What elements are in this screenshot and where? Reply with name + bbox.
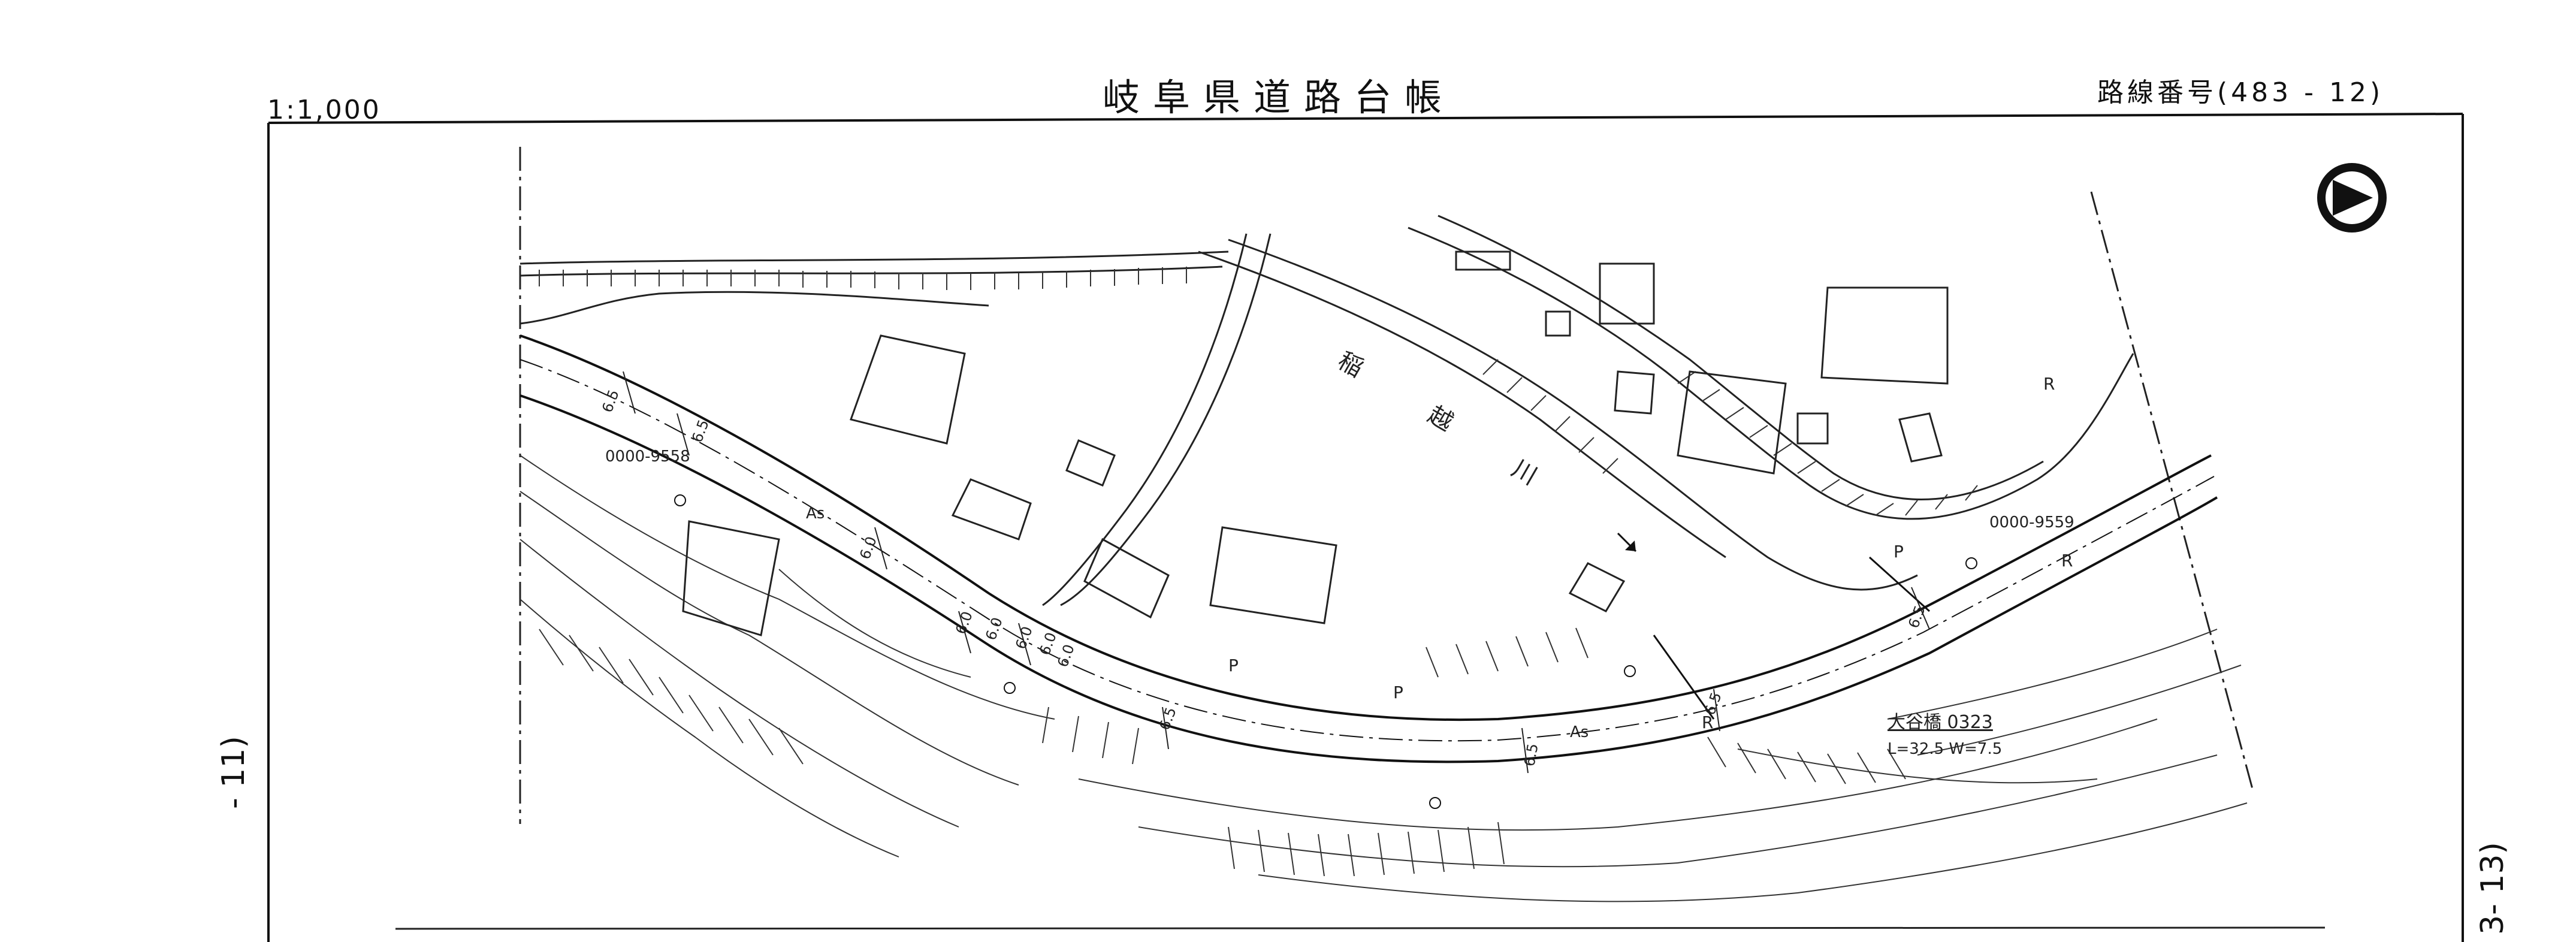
width-label: 6.0	[1036, 630, 1059, 657]
main-road	[520, 334, 2218, 763]
bottom-rule	[395, 926, 2326, 930]
feature-label: P	[1228, 656, 1239, 675]
station-label: 0000-9558	[605, 448, 690, 466]
river-name-char-3: 川	[1507, 455, 1542, 491]
upper-road-hachures	[539, 267, 1187, 290]
station-label: 0000-9559	[1989, 514, 2074, 532]
contour-lines	[520, 455, 2248, 902]
cross-road	[1042, 233, 1272, 606]
surface-label: As	[1570, 723, 1589, 741]
map-title: 岐阜県道路台帳	[1103, 76, 1455, 119]
bridge-spec: L=32.5 W=7.5	[1888, 740, 2002, 758]
river-name-char-1: 稲	[1333, 347, 1368, 383]
width-label: 6.5	[599, 388, 622, 415]
river-hachures	[1482, 359, 1978, 516]
sheet-frame	[267, 113, 2464, 942]
width-label: 6.0	[982, 615, 1005, 642]
dimension-markers	[623, 371, 1930, 774]
bridge	[1653, 556, 1931, 720]
river-banks	[1198, 215, 2134, 591]
feature-label: P	[1393, 683, 1403, 702]
width-label: 6.5	[1521, 742, 1541, 768]
width-label: 6.0	[856, 535, 880, 561]
river-name-char-2: 越	[1423, 401, 1458, 437]
slope-hachures	[539, 627, 1906, 877]
route-number: 路線番号(483 - 12)	[2097, 77, 2384, 108]
north-arrow-icon	[2317, 163, 2387, 233]
bridge-name: 大谷橋 0323	[1888, 712, 1993, 733]
feature-label: R	[2061, 551, 2073, 570]
survey-marks	[674, 494, 1977, 809]
width-label: 6.5	[1701, 690, 1725, 717]
buildings	[682, 250, 1949, 636]
feature-label: R	[1702, 712, 1713, 732]
map-boundary	[519, 147, 2254, 824]
feature-label: R	[2043, 374, 2055, 394]
feature-label: P	[1894, 542, 1904, 561]
scale-label: 1:1,000	[267, 95, 381, 125]
width-label: 6.0	[952, 609, 976, 636]
surface-label: As	[806, 505, 825, 523]
width-label: 6.0	[1012, 624, 1035, 651]
